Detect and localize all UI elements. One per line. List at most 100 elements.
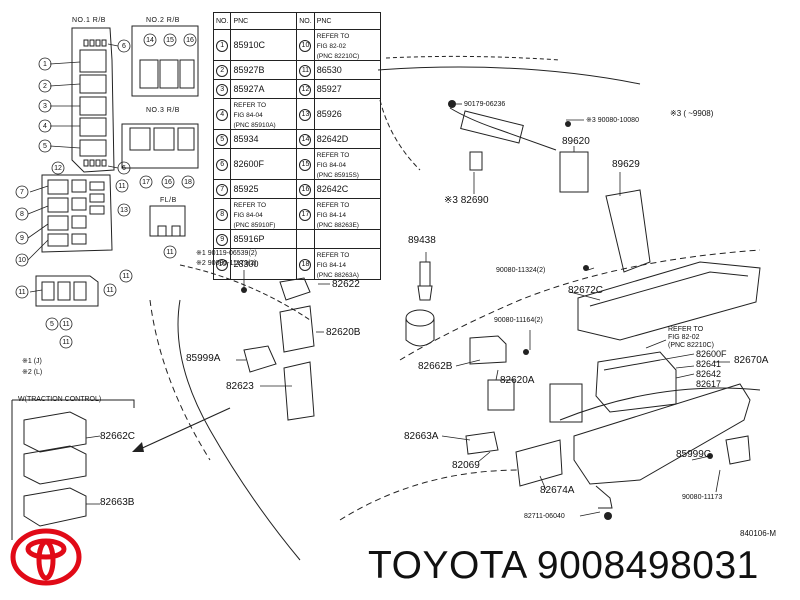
- header-no-2: NO.: [296, 12, 315, 30]
- pnc-row-code-right: 86530: [313, 60, 382, 80]
- pnc-number-badge: 16: [299, 183, 312, 196]
- part-90179-06236: 90179-06236: [464, 101, 506, 108]
- pnc-row-code-right: REFER TO FIG 84-14 (PNC 88263E): [313, 198, 382, 230]
- pnc-row-no: 1: [212, 29, 232, 61]
- svg-text:8: 8: [20, 211, 24, 218]
- pnc-code-text: REFER TO FIG 84-14 (PNC 88263A): [316, 252, 359, 279]
- pnc-number-badge: 14: [299, 133, 312, 146]
- pnc-code-text: 85926: [316, 109, 342, 119]
- pnc-row-no: 3: [212, 79, 232, 99]
- pnc-code-text: 85934: [233, 134, 259, 144]
- pnc-row-code-right: REFER TO FIG 84-14 (PNC 88263A): [313, 248, 382, 280]
- pnc-code-text: 85925: [233, 184, 259, 194]
- pnc-row-no: 8: [212, 198, 232, 230]
- pnc-row-code: 82600F: [230, 148, 298, 180]
- svg-text:5: 5: [50, 321, 54, 328]
- svg-text:14: 14: [146, 37, 154, 44]
- no3-rb-title: NO.3 R/B: [146, 107, 180, 114]
- pnc-code-text: REFER TO FIG 84-04 (PNC 85910A): [233, 102, 276, 129]
- svg-text:2: 2: [43, 83, 47, 90]
- svg-text:15: 15: [166, 37, 174, 44]
- part-85999a: 85999A: [186, 353, 221, 364]
- pnc-number-badge: 9: [216, 233, 229, 246]
- pnc-number-badge: 5: [216, 133, 229, 146]
- svg-text:6: 6: [122, 43, 126, 50]
- part-90080-11324: 90080-11324(2): [496, 267, 546, 274]
- no1-rb-title: NO.1 R/B: [72, 17, 106, 24]
- pnc-row-code-right: REFER TO FIG 84-04 (PNC 85915S): [313, 148, 382, 180]
- pnc-row-code: 85925: [230, 179, 298, 199]
- pnc-row-no: 4: [212, 98, 232, 130]
- svg-text:5: 5: [43, 143, 47, 150]
- pnc-row-code: 85927A: [230, 79, 298, 99]
- pnc-number-badge: 13: [299, 108, 312, 121]
- pnc-code-text: REFER TO FIG 84-04 (PNC 85910F): [233, 202, 276, 229]
- pnc-row-code: 85910C: [230, 29, 298, 61]
- part-82711-06040: 82711-06040: [524, 513, 565, 520]
- pnc-number-badge: 4: [216, 108, 229, 121]
- pnc-number-badge: 12: [299, 83, 312, 96]
- part-89620: 89620: [562, 136, 590, 147]
- pnc-number-badge: 17: [299, 208, 312, 221]
- svg-text:11: 11: [106, 287, 113, 294]
- part-82662b: 82662B: [418, 361, 453, 372]
- part-89438: 89438: [408, 235, 436, 246]
- toyota-logo-icon: [10, 528, 82, 586]
- part-82674a: 82674A: [540, 485, 575, 496]
- pnc-number-badge: 18: [299, 258, 312, 271]
- svg-text:1: 1: [43, 61, 47, 68]
- part-82642: 82642: [696, 369, 722, 379]
- part-82663a: 82663A: [404, 431, 439, 442]
- pnc-code-text: REFER TO FIG 82-02 (PNC 82210C): [316, 33, 360, 60]
- part-82600f: 82600F: [696, 349, 727, 359]
- svg-text:7: 7: [20, 189, 24, 196]
- refer-fig-82-02: REFER TO FIG 82-02 (PNC 82210C): [668, 326, 714, 349]
- pnc-number-badge: 6: [216, 158, 229, 171]
- pnc-table-row: 7 85925 16 82642C: [212, 179, 382, 199]
- svg-text:10: 10: [18, 257, 26, 264]
- pnc-number-badge: 7: [216, 183, 229, 196]
- svg-text:16: 16: [164, 179, 172, 186]
- pnc-row-no: 2: [212, 60, 232, 80]
- part-82670a: 82670A: [734, 355, 769, 366]
- pnc-row-no-right: 10: [296, 29, 315, 61]
- pnc-number-badge: 10: [216, 258, 229, 271]
- pnc-code-text: 82642C: [316, 184, 349, 194]
- pnc-code-text: 85927: [316, 84, 342, 94]
- part-82620b: 82620B: [326, 327, 361, 338]
- pnc-code-text: 82600F: [233, 159, 264, 169]
- part-82622: 82622: [332, 279, 360, 290]
- pnc-code-text: 85927A: [233, 84, 265, 94]
- pnc-row-no-right: 15: [296, 148, 315, 180]
- pnc-code-text: REFER TO FIG 84-04 (PNC 85915S): [316, 152, 359, 179]
- svg-text:16: 16: [186, 37, 194, 44]
- header-pnc: PNC: [230, 12, 298, 30]
- pnc-number-badge: 3: [216, 83, 229, 96]
- brand-part-number: TOYOTA 9008498031: [368, 544, 759, 587]
- part-82663b: 82663B: [100, 497, 135, 508]
- flb-title: FL/B: [160, 197, 177, 204]
- pnc-row-code: 85916P: [230, 229, 298, 249]
- pnc-row-code: 28300: [230, 248, 298, 280]
- part-82672c: 82672C: [568, 285, 604, 296]
- pnc-table-header: NO. PNC NO. PNC: [212, 12, 382, 30]
- part-82617: 82617: [696, 379, 722, 389]
- svg-text:11: 11: [122, 273, 129, 280]
- part-90080-10080: ※3 90080-10080: [586, 117, 639, 124]
- pnc-row-no-right: 13: [296, 98, 315, 130]
- figure-code: 840106-M: [740, 529, 777, 538]
- pnc-row-code-right: REFER TO FIG 82-02 (PNC 82210C): [313, 29, 382, 61]
- pnc-row-no-right: 18: [296, 248, 315, 280]
- pnc-number-badge: 10: [299, 39, 312, 52]
- svg-text:11: 11: [62, 339, 69, 346]
- pnc-number-badge: 8: [216, 208, 229, 221]
- pnc-row-code: 85934: [230, 129, 298, 149]
- part-90080-11164: 90080-11164(2): [494, 317, 543, 324]
- svg-text:6: 6: [122, 165, 126, 172]
- no2-rb-title: NO.2 R/B: [146, 17, 180, 24]
